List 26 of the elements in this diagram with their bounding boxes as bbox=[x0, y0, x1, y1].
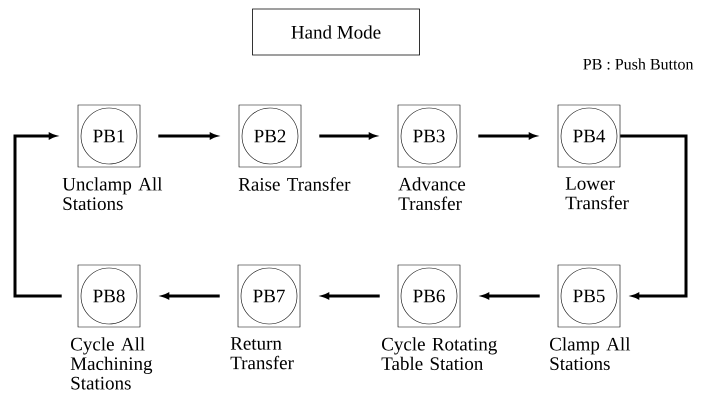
button-caption: Return Transfer bbox=[230, 337, 294, 370]
arrow bbox=[162, 292, 220, 300]
push-button: PB4 bbox=[558, 104, 620, 168]
push-button: PB8 bbox=[78, 264, 140, 328]
button-caption: Clamp All Stations bbox=[550, 337, 630, 370]
button-caption: Unclamp All Stations bbox=[62, 177, 162, 210]
push-button: PB1 bbox=[78, 104, 140, 168]
arrow bbox=[482, 292, 540, 300]
push-button: PB3 bbox=[398, 104, 460, 168]
arrow bbox=[319, 132, 376, 140]
button-caption: Advance Transfer bbox=[398, 177, 466, 210]
button-caption: Cycle Rotating Table Station bbox=[382, 337, 497, 370]
arrow bbox=[620, 134, 688, 300]
push-button: PB6 bbox=[398, 264, 460, 328]
button-caption: Raise Transfer bbox=[238, 177, 350, 191]
push-button: PB2 bbox=[238, 104, 302, 168]
button-caption: Lower Transfer bbox=[566, 177, 629, 210]
legend-note: PB : Push Button bbox=[583, 58, 694, 70]
title-box: Hand Mode bbox=[252, 8, 420, 56]
push-button: PB7 bbox=[238, 264, 300, 328]
arrow bbox=[14, 132, 62, 298]
arrow bbox=[478, 132, 536, 140]
arrow bbox=[158, 132, 218, 140]
arrow bbox=[322, 292, 380, 300]
button-caption: Cycle All Machining Stations bbox=[70, 337, 152, 390]
push-button: PB5 bbox=[558, 264, 620, 328]
